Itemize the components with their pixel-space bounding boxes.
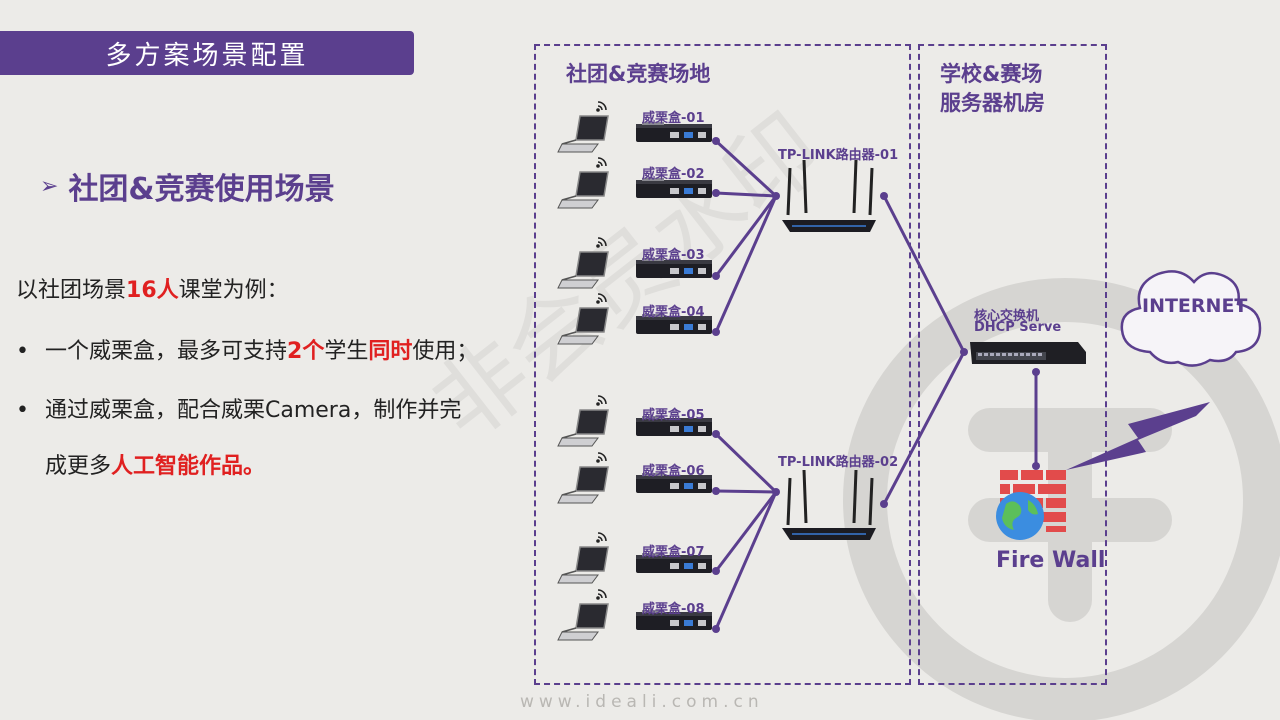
router-02-icon [782, 469, 876, 540]
link-box06-router02 [715, 489, 777, 494]
weili-box-icon-05 [636, 416, 712, 436]
bullet-item-2-continuation: 成更多人工智能作品。 [45, 448, 265, 480]
bullet1-highlight-b: 2个 [287, 339, 325, 364]
link-box05-router02 [714, 432, 778, 494]
intro-text: 以社团场景16人课堂为例： [16, 272, 289, 304]
footer-url: www.ideali.com.cn [520, 692, 764, 712]
wifi-icon-07 [596, 532, 607, 543]
link-box08-router02 [714, 491, 778, 630]
switch-label-line1: 核心交换机 [974, 309, 1040, 324]
arrow-icon: ➢ [40, 173, 59, 199]
box-label-03: 威栗盒-03 [642, 248, 705, 263]
wifi-icon-08 [596, 589, 607, 600]
weili-box-icon-03 [636, 258, 712, 278]
router-01-label: TP-LINK路由器-01 [778, 148, 899, 163]
weili-box-icon-08 [636, 610, 712, 630]
box-label-04: 威栗盒-04 [642, 305, 705, 320]
section-heading: ➢ 社团&竞赛使用场景 [40, 164, 335, 208]
link-box01-router01 [714, 139, 778, 198]
weili-box-icon-06 [636, 473, 712, 493]
bullet1-part-a: 一个威栗盒，最多可支持 [45, 339, 288, 364]
bullet-dot: • [16, 339, 29, 364]
bullet-item-1: • 一个威栗盒，最多可支持2个学生同时使用； [16, 333, 478, 365]
laptop-icon-08 [557, 603, 609, 641]
wifi-icon-01 [596, 101, 607, 112]
wifi-icon-05 [596, 395, 607, 406]
laptop-icon-02 [557, 171, 609, 209]
switch-label-line2: DHCP Serve [974, 320, 1062, 335]
bullet2-line2a: 成更多 [45, 454, 112, 479]
link-box04-router01 [714, 195, 778, 333]
link-router02-switch [882, 351, 966, 505]
router-01-icon [782, 159, 876, 232]
laptop-icon-04 [557, 307, 609, 345]
intro-before: 以社团场景 [16, 278, 127, 303]
intro-highlight: 16人 [126, 278, 179, 303]
link-router01-switch [882, 195, 966, 353]
wifi-icon-03 [596, 237, 607, 248]
zone-club-venue-title: 社团&竞赛场地 [566, 62, 711, 86]
section-heading-text: 社团&竞赛使用场景 [68, 172, 335, 207]
bullet1-highlight-d: 同时 [368, 339, 413, 364]
bullet-dot: • [16, 398, 29, 423]
box-label-07: 威栗盒-07 [642, 545, 705, 560]
laptop-icon-01 [557, 115, 609, 153]
laptop-icon-06 [557, 466, 609, 504]
bullet-item-2: • 通过威栗盒，配合威栗Camera，制作并完 [16, 392, 461, 424]
box-label-05: 威栗盒-05 [642, 408, 705, 423]
lightning-bolt-icon [1066, 402, 1210, 470]
box-label-01: 威栗盒-01 [642, 111, 705, 126]
laptop-icon-05 [557, 409, 609, 447]
zone-club-venue [534, 44, 911, 685]
page-title: 多方案场景配置 [0, 31, 414, 75]
router-02-label: TP-LINK路由器-02 [778, 455, 899, 470]
weili-box-icon-07 [636, 553, 712, 573]
link-box03-router01 [714, 195, 778, 277]
zone-server-room-title-2: 服务器机房 [940, 91, 1045, 115]
internet-cloud-icon [1120, 270, 1262, 367]
firewall-icon [996, 470, 1066, 540]
firewall-label: Fire Wall [996, 548, 1106, 573]
switch-icon [970, 342, 1086, 364]
weili-box-icon-04 [636, 314, 712, 334]
bullet2-highlight: 人工智能作品。 [111, 454, 266, 479]
box-label-08: 威栗盒-08 [642, 602, 705, 617]
link-box07-router02 [714, 491, 778, 572]
link-box02-router01 [715, 191, 777, 198]
bullet2-line1: 通过威栗盒，配合威栗Camera，制作并完 [45, 398, 462, 423]
zone-server-room [918, 44, 1107, 685]
wifi-icon-04 [596, 293, 607, 304]
bullet1-part-c: 学生 [324, 339, 369, 364]
wifi-icon-02 [596, 157, 607, 168]
intro-after: 课堂为例： [178, 278, 289, 303]
box-label-06: 威栗盒-06 [642, 464, 705, 479]
weili-box-icon-01 [636, 122, 712, 142]
bullet1-part-e: 使用； [412, 339, 479, 364]
zone-server-room-title-1: 学校&赛场 [940, 62, 1043, 86]
internet-label: INTERNET [1142, 295, 1248, 317]
box-label-02: 威栗盒-02 [642, 167, 705, 182]
weili-box-icon-02 [636, 178, 712, 198]
wifi-icon-06 [596, 452, 607, 463]
laptop-icon-07 [557, 546, 609, 584]
laptop-icon-03 [557, 251, 609, 289]
